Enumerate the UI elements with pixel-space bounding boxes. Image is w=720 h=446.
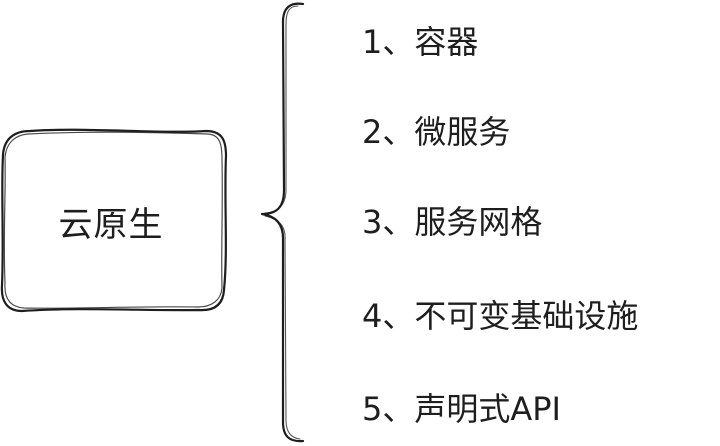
curly-brace <box>260 2 305 443</box>
list-item-containers: 1、容器 <box>362 23 479 61</box>
list-item-immutable-infrastructure: 4、不可变基础设施 <box>362 297 639 335</box>
curly-brace-sketch <box>264 5 301 440</box>
root-node-label: 云原生 <box>58 204 164 245</box>
list-item-declarative-api: 5、声明式API <box>362 390 561 428</box>
list-item-microservices: 2、微服务 <box>362 113 511 151</box>
list-item-service-mesh: 3、服务网格 <box>362 203 543 241</box>
root-box-sketch <box>3 131 223 309</box>
root-box <box>0 128 228 313</box>
